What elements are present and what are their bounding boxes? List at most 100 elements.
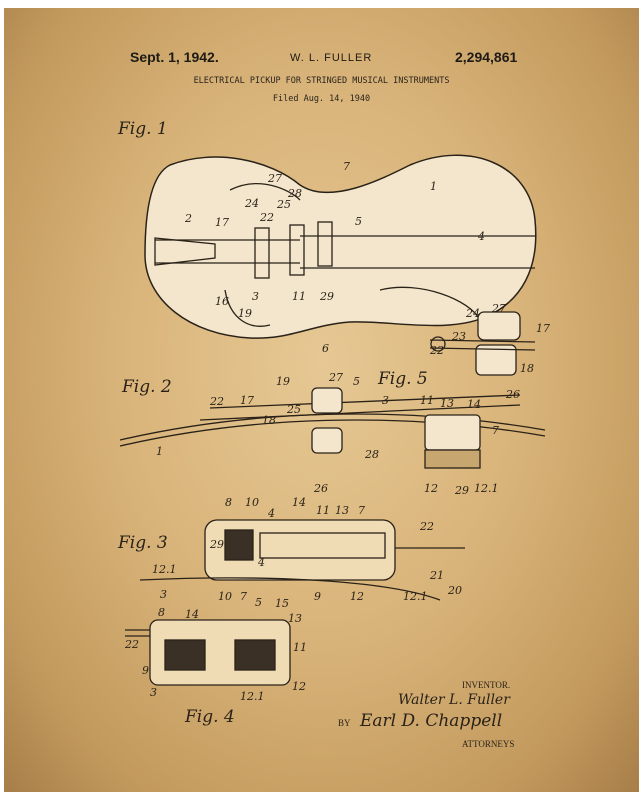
attorney-signature: Earl D. Chappell	[360, 711, 503, 731]
reference-numeral: 12	[292, 680, 306, 693]
reference-numeral: 3	[160, 588, 167, 601]
reference-numeral: 9	[314, 590, 321, 603]
fig5-pickup-cap	[477, 311, 521, 341]
reference-numeral: 5	[353, 375, 360, 388]
fig2-pickup-unit	[424, 414, 481, 451]
reference-numeral: 20	[447, 584, 462, 597]
tailpiece	[154, 237, 216, 266]
fig2-strings	[199, 394, 521, 421]
fig3-plate-and-cable	[139, 547, 465, 601]
fig2-label: Fig. 2	[121, 377, 172, 397]
reference-numeral: 7	[240, 590, 247, 603]
filed-date: Filed Aug. 14, 1940	[272, 94, 371, 104]
reference-numeral: 3	[252, 290, 259, 303]
f-holes	[224, 183, 481, 327]
pickup-coil-2	[317, 221, 333, 267]
reference-numeral: 12.1	[240, 690, 265, 703]
reference-numeral: 14	[467, 398, 481, 411]
reference-numeral: 3	[382, 394, 389, 407]
reference-numeral: 17	[536, 322, 550, 335]
guitar-neck-strings	[155, 235, 535, 269]
reference-numeral: 17	[240, 394, 254, 407]
inventor-label: INVENTOR.	[462, 680, 511, 690]
fig3-coil	[224, 529, 254, 561]
fig4-label: Fig. 4	[184, 707, 235, 727]
reference-numeral: 10	[218, 590, 232, 603]
reference-numeral: 12.1	[152, 563, 177, 576]
reference-numeral: 22	[259, 211, 274, 224]
reference-numeral: 8	[225, 496, 232, 509]
reference-numeral: 26	[313, 482, 328, 495]
by-label: BY	[338, 718, 351, 728]
reference-numeral: 8	[158, 606, 165, 619]
fig2-pad	[424, 449, 481, 469]
patent-number: 2,294,861	[455, 49, 518, 65]
pickup-coil	[289, 224, 305, 276]
reference-numeral: 18	[520, 362, 534, 375]
reference-numeral: 9	[142, 664, 149, 677]
fig1-label: Fig. 1	[117, 119, 168, 139]
reference-numeral: 29	[454, 484, 469, 497]
fig4-lead	[125, 629, 150, 637]
reference-numeral: 4	[477, 230, 485, 243]
reference-numeral: 21	[429, 569, 444, 582]
reference-numeral: 22	[124, 638, 139, 651]
patent-title: ELECTRICAL PICKUP FOR STRINGED MUSICAL I…	[193, 76, 450, 86]
reference-numeral: 16	[215, 295, 229, 308]
reference-numeral: 28	[364, 448, 379, 461]
fig3-label: Fig. 3	[117, 533, 168, 553]
fig5-bar	[429, 339, 536, 351]
reference-numeral: 25	[276, 198, 291, 211]
reference-numeral: 6	[322, 342, 329, 355]
reference-numeral: 22	[209, 395, 224, 408]
fig3-magnet	[259, 532, 386, 559]
reference-numeral: 5	[355, 215, 362, 228]
reference-numeral: 5	[255, 596, 262, 609]
fig5-screw	[430, 336, 446, 352]
reference-numeral: 7	[358, 504, 365, 517]
reference-numeral: 27	[267, 172, 282, 185]
reference-numeral: 19	[238, 307, 252, 320]
reference-numeral: 23	[451, 330, 466, 343]
reference-numeral: 17	[215, 216, 229, 229]
reference-numeral: 11	[292, 290, 306, 303]
reference-numeral: 24	[465, 307, 480, 320]
attorneys-label: ATTORNEYS	[462, 739, 515, 749]
fig5-label: Fig. 5	[377, 369, 428, 389]
reference-numeral: 4	[257, 556, 265, 569]
fig2-pickup-cap	[311, 387, 343, 414]
bridge-pickup	[254, 227, 270, 279]
fig4-coil-right	[234, 639, 276, 671]
reference-numeral: 15	[275, 597, 289, 610]
reference-numeral: 26	[505, 388, 520, 401]
reference-numeral: 27	[491, 302, 506, 315]
inventor-name: W. L. FULLER	[290, 52, 373, 64]
reference-numeral: 12	[350, 590, 364, 603]
fig4-coil-left	[164, 639, 206, 671]
reference-numeral: 13	[335, 504, 349, 517]
reference-numeral: 7	[492, 424, 499, 437]
reference-numeral: 4	[267, 507, 275, 520]
reference-numeral: 12.1	[474, 482, 499, 495]
reference-numeral: 18	[262, 414, 276, 427]
fig2-pickup-base	[311, 427, 343, 454]
reference-numeral: 10	[245, 496, 259, 509]
reference-numeral: 14	[292, 496, 306, 509]
reference-numeral: 27	[328, 371, 343, 384]
reference-numeral: 25	[286, 403, 301, 416]
reference-numeral: 2	[184, 212, 192, 225]
reference-numeral: 14	[185, 608, 199, 621]
reference-numeral: 22	[429, 344, 444, 357]
reference-numeral: 11	[293, 641, 307, 654]
reference-numeral: 19	[276, 375, 290, 388]
reference-numeral: 12.1	[403, 590, 428, 603]
reference-numeral: 7	[343, 160, 350, 173]
reference-numeral: 13	[288, 612, 302, 625]
inventor-signature: Walter L. Fuller	[398, 692, 510, 708]
reference-numeral: 1	[156, 445, 163, 458]
patent-date: Sept. 1, 1942.	[130, 49, 219, 65]
reference-numeral: 24	[244, 197, 259, 210]
reference-numeral: 29	[209, 538, 224, 551]
reference-numeral: 3	[150, 686, 157, 699]
